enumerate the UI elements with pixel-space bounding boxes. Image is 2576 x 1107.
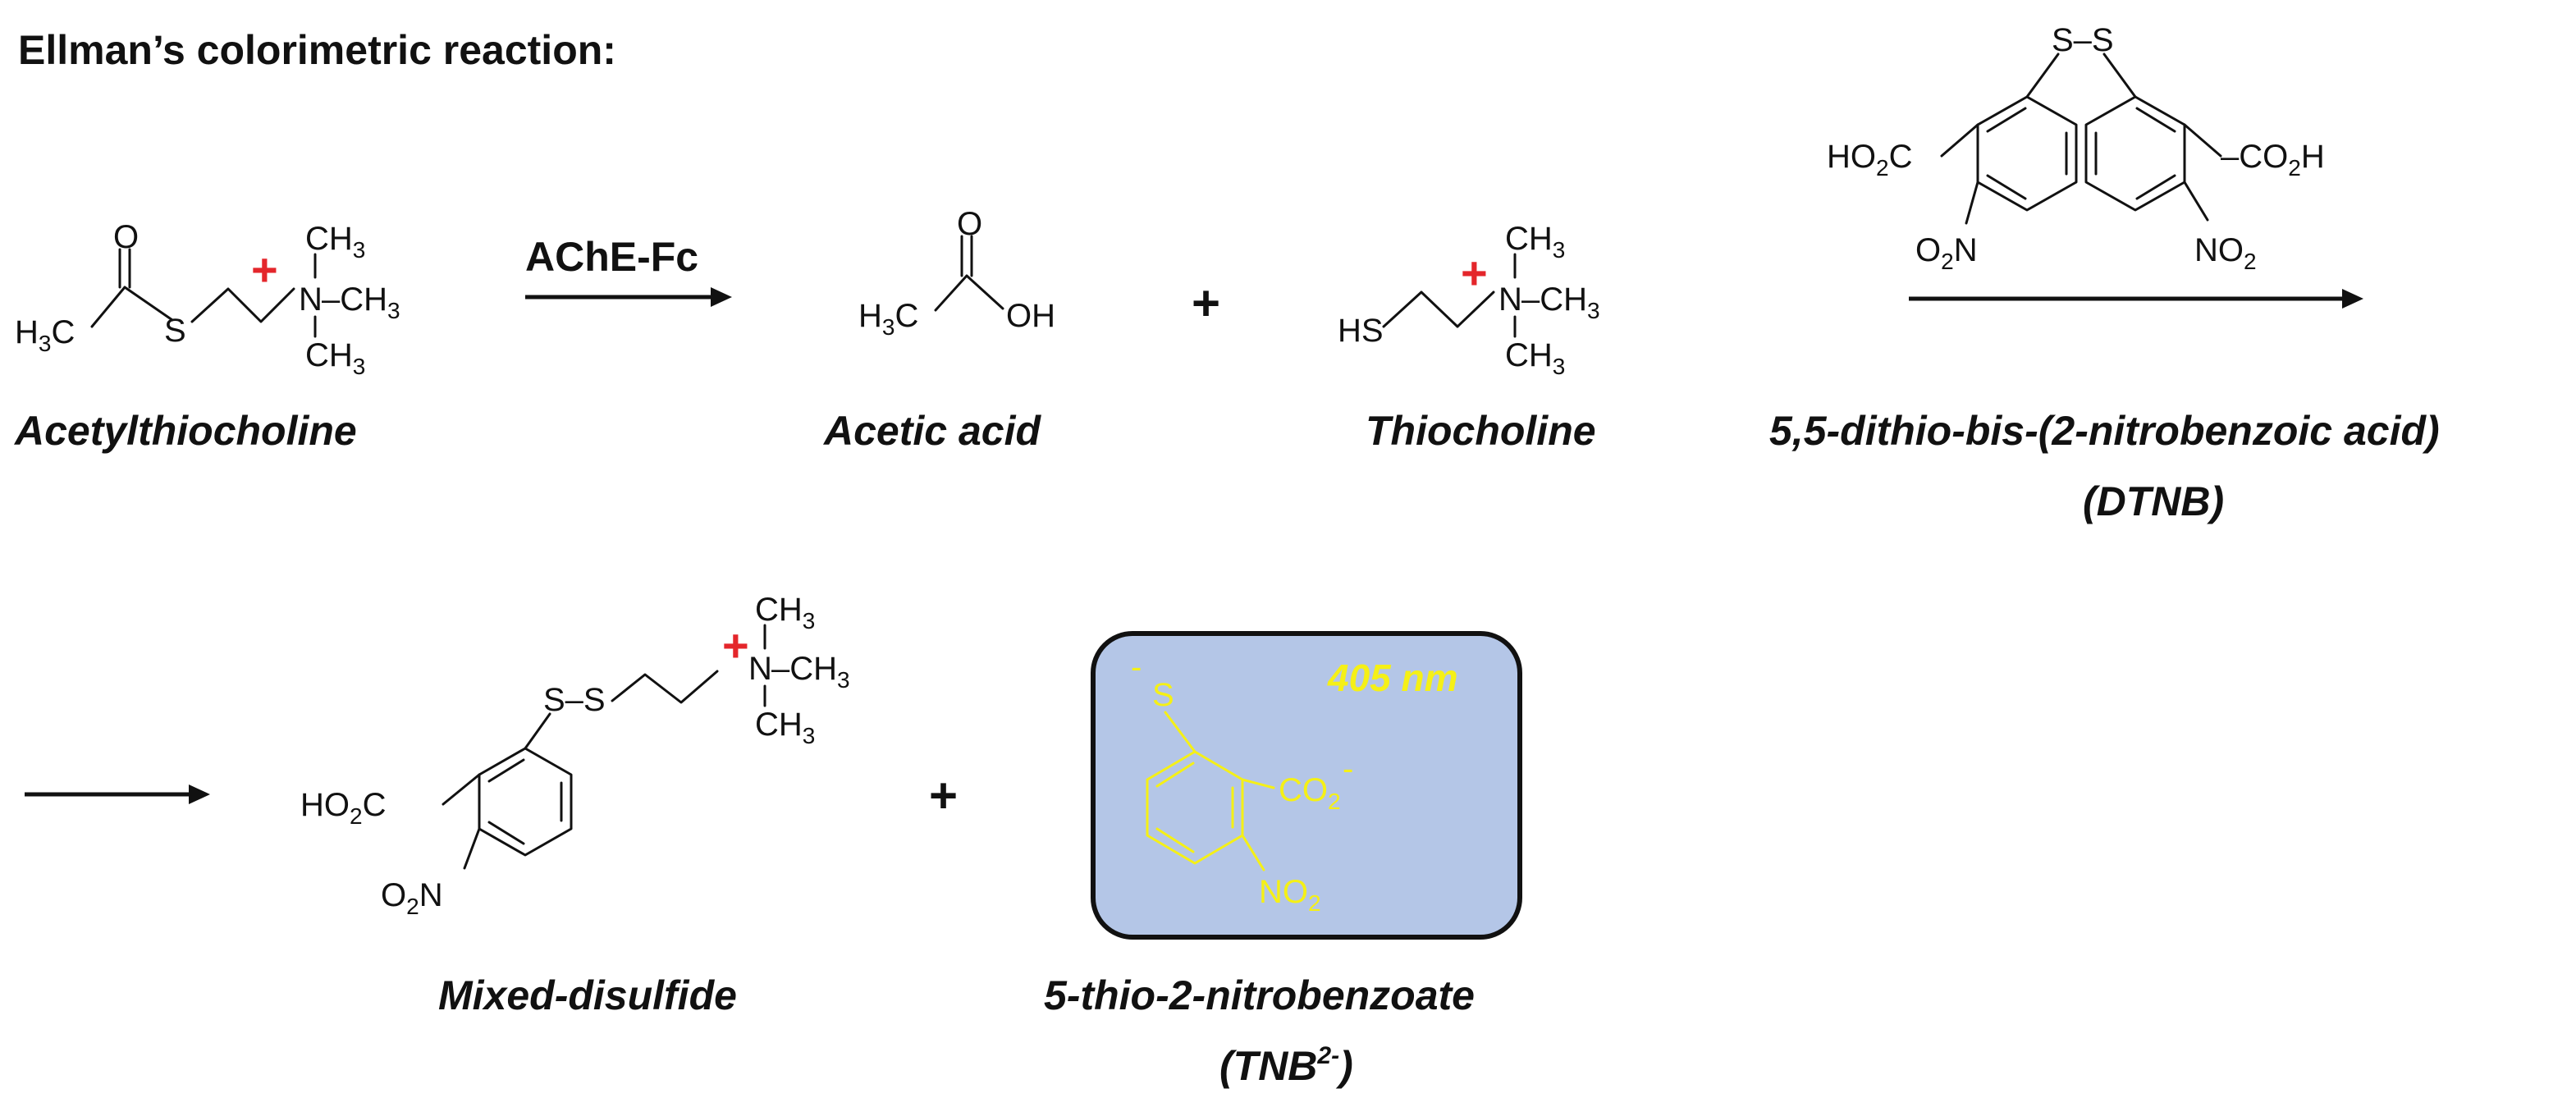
acetic-acid-structure: H3C O OH	[858, 206, 1055, 340]
svg-text:+: +	[722, 620, 749, 671]
svg-text:NO2: NO2	[2194, 232, 2257, 274]
abbr-tnb: (TNB2-)	[1219, 1042, 1353, 1089]
svg-text:CH3: CH3	[305, 337, 365, 379]
scheme-title: Ellman’s colorimetric reaction:	[18, 27, 616, 73]
plus-sign-1: +	[1192, 276, 1220, 331]
name-acetylthiocholine: Acetylthiocholine	[13, 408, 357, 454]
svg-text:N: N	[1498, 281, 1522, 318]
atom-h3c: H3C	[15, 314, 75, 356]
plus-sign-2: +	[929, 768, 958, 823]
svg-text:O: O	[957, 206, 982, 242]
name-thiocholine: Thiocholine	[1366, 408, 1596, 454]
cation-charge: +	[251, 244, 278, 295]
svg-text:HS: HS	[1338, 313, 1384, 349]
svg-text:CH3: CH3	[1505, 337, 1565, 379]
svg-text:OH: OH	[1006, 298, 1055, 334]
svg-text:–CH3: –CH3	[322, 281, 400, 323]
name-acetic-acid: Acetic acid	[822, 408, 1041, 454]
abbr-dtnb: (DTNB)	[2083, 478, 2224, 524]
svg-text:-: -	[1131, 649, 1142, 685]
svg-text:-: -	[1343, 751, 1353, 787]
mixed-disulfide-structure: S–S HO2C O2N + N CH3 –CH3 CH3	[300, 592, 850, 919]
svg-text:S–S: S–S	[543, 682, 606, 718]
dtnb-structure: S–S HO2C O2N –CH–CO2H NO2	[1827, 22, 2325, 274]
svg-text:+: +	[1461, 247, 1488, 299]
name-dtnb: 5,5-dithio-bis-(2-nitrobenzoic acid)	[1769, 408, 2440, 454]
svg-text:O2N: O2N	[381, 877, 443, 919]
svg-text:HO2C: HO2C	[300, 787, 386, 829]
name-tnb: 5-thio-2-nitrobenzoate	[1044, 972, 1475, 1018]
svg-text:–CH–CO2H: –CH–CO2H	[2221, 139, 2325, 181]
tnb-structure: - S CO2 - NO2	[1131, 649, 1353, 916]
atom-o: O	[113, 219, 139, 255]
svg-text:N: N	[748, 651, 772, 687]
atom-n: N	[299, 281, 323, 318]
bond-chain	[90, 286, 174, 328]
enzyme-label: AChE-Fc	[525, 234, 698, 280]
name-mixed-disulfide: Mixed-disulfide	[438, 972, 737, 1018]
svg-text:CH3: CH3	[1505, 221, 1565, 263]
svg-text:S–S: S–S	[2052, 22, 2114, 58]
svg-text:NO2: NO2	[1259, 874, 1321, 916]
svg-text:CO2: CO2	[1279, 772, 1341, 814]
svg-text:S: S	[1152, 677, 1174, 713]
svg-text:HO2C: HO2C	[1827, 139, 1912, 181]
svg-text:CH3: CH3	[755, 592, 815, 634]
wavelength-label: 405 nm	[1327, 656, 1458, 699]
svg-text:H3C: H3C	[858, 298, 918, 340]
svg-text:CH3: CH3	[305, 221, 365, 263]
acetylthiocholine-structure: H3C O S + N CH3 –CH3 CH3	[15, 219, 400, 379]
thiocholine-structure: HS + N CH3 –CH3 CH3	[1338, 221, 1600, 379]
svg-text:O2N: O2N	[1915, 232, 1978, 274]
svg-text:–CH3: –CH3	[771, 651, 850, 693]
svg-text:CH3: CH3	[755, 707, 815, 748]
atom-s: S	[164, 313, 186, 349]
svg-text:–CH3: –CH3	[1521, 281, 1600, 323]
